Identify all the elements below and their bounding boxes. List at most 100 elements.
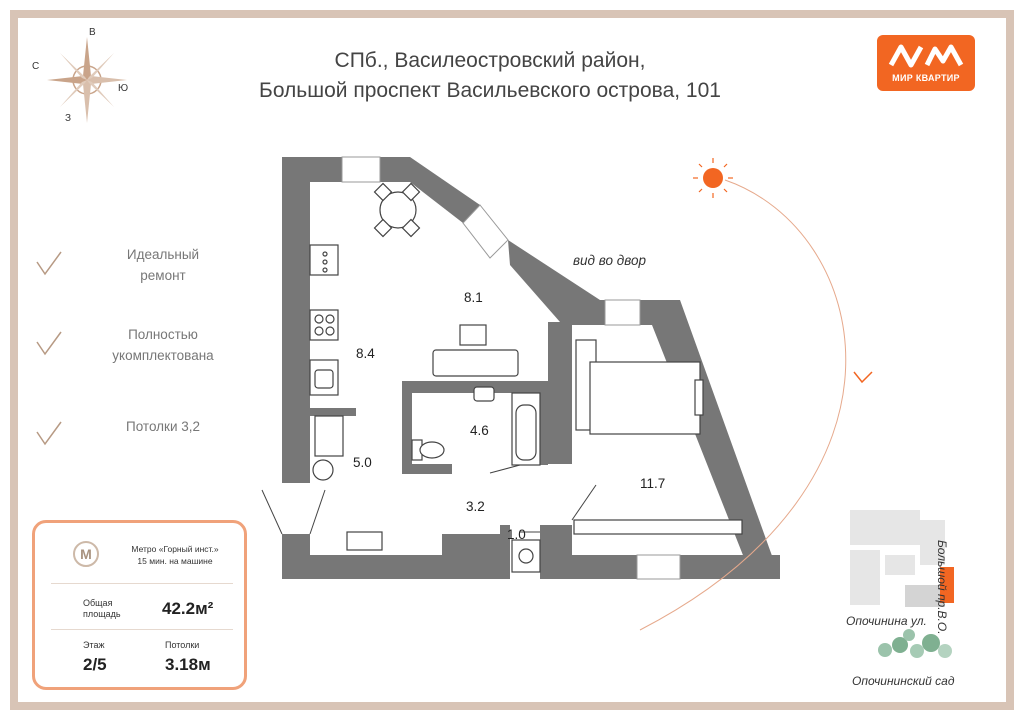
wall-top-right [380,157,410,182]
compass-south-label: З [65,113,72,124]
wall-diagonal-1 [410,157,480,223]
view-label: вид во двор [573,253,647,268]
feature-3-line-1: Потолки 3,2 [126,419,200,434]
wall-closet-left [500,525,510,579]
sofa-icon [432,349,519,377]
furniture [309,182,743,573]
feature-ceilings: Потолки 3,2 [35,414,235,464]
coffee-table-icon [459,324,487,346]
garden-label: Опочининский сад [852,674,955,688]
feature-renovation: Идеальный ремонт [35,244,235,294]
room-area-bath: 4.6 [470,423,489,438]
wall-bath-bottom [402,464,452,474]
wall-kitchen-counter [308,408,356,416]
feature-2-line-2: укомплектована [112,348,214,363]
radiator-icon [346,531,383,551]
address-line-1: СПб., Василеостровский район, [334,49,646,72]
check-icon [36,421,62,446]
feature-furnished: Полностью укомплектована [35,324,235,374]
tv-icon [694,379,704,416]
wall-bath-left [402,381,412,473]
feature-1-line-1: Идеальный [126,247,200,262]
dining-table-icon [379,191,417,229]
chair-icon [401,182,421,202]
compass-icon [47,37,127,123]
logo-text: МИР КВАРТИР [892,73,960,83]
room-area-bedroom: 11.7 [640,476,666,491]
windows [341,156,681,580]
window-bottom [636,554,681,580]
map-buildings [850,510,945,607]
wall-left [282,157,310,483]
wall-bottom-3 [548,525,572,579]
sun-icon [703,168,723,188]
divider [51,583,233,584]
info-card: М Метро «Горный инст.» 15 мин. на машине… [32,520,247,690]
address-title: СПб., Василеостровский район, Большой пр… [230,46,750,106]
garden-trees-icon [878,629,952,658]
room-area-hall: 5.0 [353,455,372,470]
compass-east-label: Ю [118,83,129,94]
chair-icon [401,218,421,238]
cooktop-icon [309,309,339,341]
wall-mid [548,322,572,464]
compass-west-label: С [32,61,40,72]
door-swings [261,464,597,535]
chair-icon [373,182,393,202]
chair-icon [373,218,393,238]
room-area-closet: 1.0 [507,527,526,542]
check-icon [36,331,62,356]
washbasin-icon [473,386,495,402]
wall-bedroom-top-left [560,300,605,325]
wall-closet-right [540,525,550,579]
arrow-down-icon [853,371,873,384]
address-line-2: Большой проспект Васильевского острова, … [259,79,721,102]
wall-bottom-1 [282,555,442,579]
feature-1-line-2: ремонт [140,268,186,283]
logo-mark-icon [888,44,964,68]
bed-icon [589,361,701,435]
ceiling-value: 3.18м [165,655,211,674]
boiler-icon [511,539,541,573]
street-label-bolshoy: Большой пр.В.О. [935,540,949,635]
toilet-icon [419,441,445,459]
sun-arc [639,179,847,631]
floor-value: 2/5 [83,655,107,674]
washer-icon [312,459,334,481]
room-area-kitchen: 8.4 [356,346,375,361]
compass-north-label: В [89,27,96,38]
window-diagonal [462,204,509,259]
wall-bottom-2 [442,534,500,579]
closet-shelf-icon [573,519,743,535]
wall-bottom-5 [680,555,780,579]
metro-distance: 15 мин. на машине [137,556,213,566]
metro-station: Метро «Горный инст.» [131,544,219,554]
floor-label: Этаж [83,640,105,650]
wall-bath-right [540,381,548,465]
ceiling-label: Потолки [165,640,200,650]
divider [51,629,233,630]
sun-path [630,158,873,642]
area-value: 42.2м² [162,599,214,618]
room-area-corridor: 3.2 [466,499,485,514]
metro-icon: М [73,541,99,567]
area-label: Общая площадь [83,598,121,620]
compass-rose: В С Ю З [30,25,140,135]
area-label-line-1: Общая [83,598,113,608]
shoe-rack-icon [314,415,344,457]
wall-bottom-4 [572,555,637,579]
wall-top-left [282,157,342,182]
moon-icon [630,610,655,642]
street-label-opochinina: Опочинина ул. [846,614,927,628]
room-area-living: 8.1 [464,290,483,305]
sun-rays-icon [693,158,733,198]
feature-2-line-1: Полностью [128,327,198,342]
window-top [341,156,381,183]
map-building-marker-icon [940,567,954,603]
area-label-line-2: площадь [83,609,121,619]
location-map [850,510,954,658]
brand-logo: МИР КВАРТИР [877,35,975,91]
check-icon [36,251,62,276]
window-bedroom [604,299,641,326]
